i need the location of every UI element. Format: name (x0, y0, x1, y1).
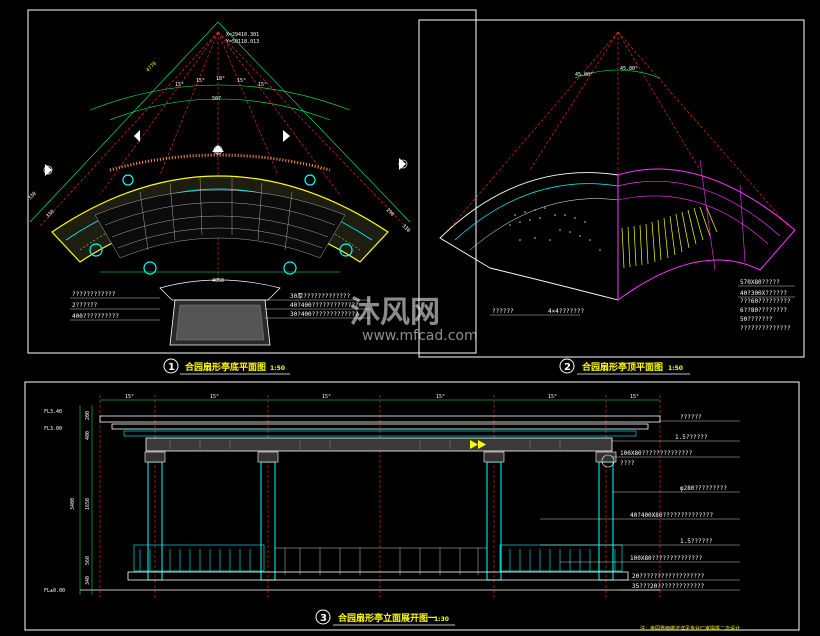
angle-label-4: 15° (237, 78, 246, 84)
span-2: 15° (210, 394, 219, 400)
plan-bottom-view: X=29410.301 Y=50118.013 4770 15° 15° 18°… (27, 21, 412, 375)
plan-top-view: 45.00° 45.00° ?????? 4×4??????? 570X80??… (439, 31, 796, 375)
elev-note-5: φ280????????? (680, 485, 727, 492)
elev-note-4: ???? (620, 460, 635, 467)
frame-elevation (24, 381, 800, 631)
elev-note-2: 1.5?????? (675, 434, 708, 441)
span-5: 15° (548, 394, 557, 400)
coord-x: X=29410.301 (226, 32, 259, 38)
elev-note-3: 100X80?????????????? (620, 450, 693, 457)
top-note-left-1: ?????? (492, 308, 514, 315)
watermark-site: www.mfcad.com (362, 328, 478, 344)
elev-note-10: 35???20????????????? (632, 583, 705, 590)
angle-label-3: 18° (216, 76, 225, 82)
dim-edge-4: 330 (401, 223, 412, 234)
footer-note: 注：亲园界面做法详见专业厂家提供二次设计 (640, 625, 740, 632)
angle-label-1: 15° (175, 82, 184, 88)
note-bottom-3: 400?????????? (72, 313, 119, 320)
angle-label-2: 15° (196, 78, 205, 84)
dim-top-radius: 4770 (145, 61, 158, 74)
note-bottom-1: ???????????? (72, 291, 116, 298)
dim-height: 3400 (70, 498, 76, 510)
angle-top-2: 45.00° (620, 66, 638, 72)
top-note-right-6: ?????????????? (740, 325, 791, 332)
top-note-right-5: 50??????? (740, 316, 773, 323)
top-note-left-2: 4×4??????? (548, 308, 585, 315)
view-3-number: 3 (320, 613, 327, 624)
watermark-brand: 沐风网 (350, 295, 440, 330)
elevation-view: 15° 15° 15° 15° 15° 15° (44, 394, 740, 626)
span-6: 15° (630, 394, 639, 400)
elev-note-6: 40?400X80?????????????? (630, 512, 713, 519)
section-mark-axis: 3 (216, 149, 219, 155)
elev-note-9: 20?????????????????? (632, 573, 705, 580)
span-3: 15° (322, 394, 331, 400)
watermark: 沐风网 www.mfcad.com (350, 295, 478, 344)
view-1-number: 1 (168, 362, 175, 373)
span-4: 15° (436, 394, 445, 400)
top-note-right-4: 6??80???????? (740, 307, 787, 314)
top-note-right-3: ???60????????? (740, 298, 791, 305)
top-note-right-1: 570X80????? (740, 279, 780, 286)
note-right-3: 30?400????????????? (290, 311, 359, 318)
view-1-scale: 1:50 (270, 365, 285, 372)
dim-edge-3: 290 (385, 207, 396, 218)
elev-note-1: ?????? (680, 414, 702, 421)
view-3-title: 合园扇形亭立面展开图一 (338, 612, 437, 624)
view-2-number: 2 (564, 362, 571, 373)
level-roof: FL3.00 (44, 426, 62, 432)
dim-bottom: 4050 (212, 278, 224, 284)
view-2-title: 合园扇形亭顶平面图 (582, 361, 663, 373)
frame-plan-bottom (27, 9, 477, 354)
dim-center: 507 (212, 96, 221, 102)
note-right-2: 40?400????????????? (290, 302, 359, 309)
section-mark-left: 1 (46, 169, 49, 175)
view-2-scale: 1:50 (668, 365, 683, 372)
dim-left-1: 200 (85, 411, 91, 420)
frame-plan-top (418, 19, 805, 358)
note-bottom-2: 2?????? (72, 302, 98, 309)
dim-left-2: 400 (85, 431, 91, 440)
dim-left-4: 560 (85, 556, 91, 565)
span-1: 15° (125, 394, 134, 400)
level-ground: FL±0.00 (44, 588, 65, 594)
angle-label-5: 15° (258, 82, 267, 88)
coord-y: Y=50118.013 (226, 39, 259, 45)
top-note-right-2: 40?300X?????? (740, 290, 787, 297)
dim-left-5: 340 (85, 576, 91, 585)
dim-edge-2: 330 (45, 209, 56, 220)
level-top: FL3.40 (44, 409, 62, 415)
note-right-1: 30厚????????????? (290, 293, 351, 300)
elev-note-7: 1.5?????? (680, 538, 713, 545)
section-mark-right: 2 (401, 163, 404, 169)
angle-top-1: 45.00° (575, 72, 593, 78)
elev-note-8: 100X80?????????????? (630, 555, 703, 562)
view-1-title: 合园扇形亭底平面图 (185, 361, 266, 373)
view-3-scale: 1:30 (434, 616, 449, 623)
dim-left-3: 1650 (85, 498, 91, 510)
dim-edge-1: 330 (27, 191, 38, 202)
